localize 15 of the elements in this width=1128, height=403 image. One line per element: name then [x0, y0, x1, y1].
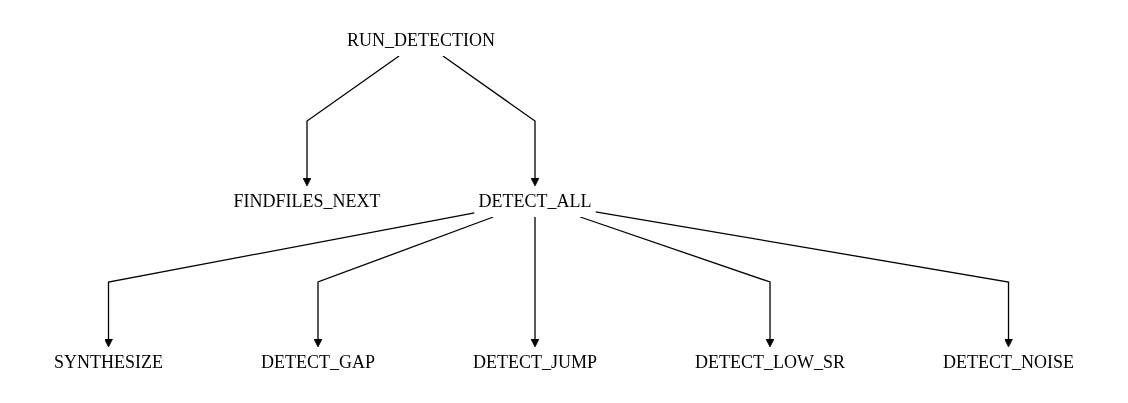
- arrow: [313, 216, 494, 348]
- node-text: DETECT_JUMP: [473, 352, 598, 372]
- node-text: DETECT_LOW_SR: [695, 352, 846, 372]
- arrow: [579, 216, 775, 348]
- arrow: [104, 212, 476, 348]
- node-text: SYNTHESIZE: [54, 352, 163, 372]
- arrow: [530, 216, 540, 348]
- node-text: DETECT_NOISE: [943, 352, 1074, 372]
- arrow: [442, 55, 540, 187]
- node-text: RUN_DETECTION: [347, 30, 495, 50]
- arrow: [302, 55, 400, 187]
- node-text: FINDFILES_NEXT: [233, 191, 381, 211]
- node-text: DETECT_ALL: [478, 191, 592, 211]
- arrow: [594, 211, 1013, 348]
- node-text: DETECT_GAP: [261, 352, 375, 372]
